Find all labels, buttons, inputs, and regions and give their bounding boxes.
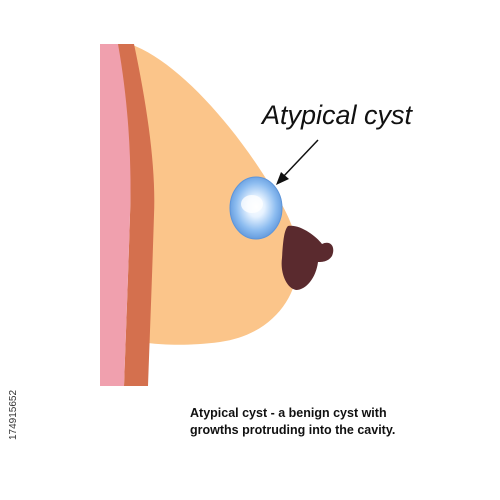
caption-line-1: Atypical cyst - a benign cyst with xyxy=(190,406,387,420)
pectoral-muscle-layer xyxy=(116,44,155,386)
cyst-label: Atypical cyst xyxy=(262,100,413,130)
chest-wall-skin-layer xyxy=(100,44,131,386)
caption-line-2: growths protruding into the cavity. xyxy=(190,423,396,437)
cyst-highlight xyxy=(241,195,263,213)
nipple xyxy=(281,225,334,290)
label-arrow-head xyxy=(276,172,289,185)
label-arrow-line xyxy=(281,139,319,179)
diagram-caption: Atypical cyst - a benign cyst with growt… xyxy=(190,405,490,439)
stock-id: 174915652 xyxy=(8,389,19,440)
breast-tissue xyxy=(130,44,299,345)
